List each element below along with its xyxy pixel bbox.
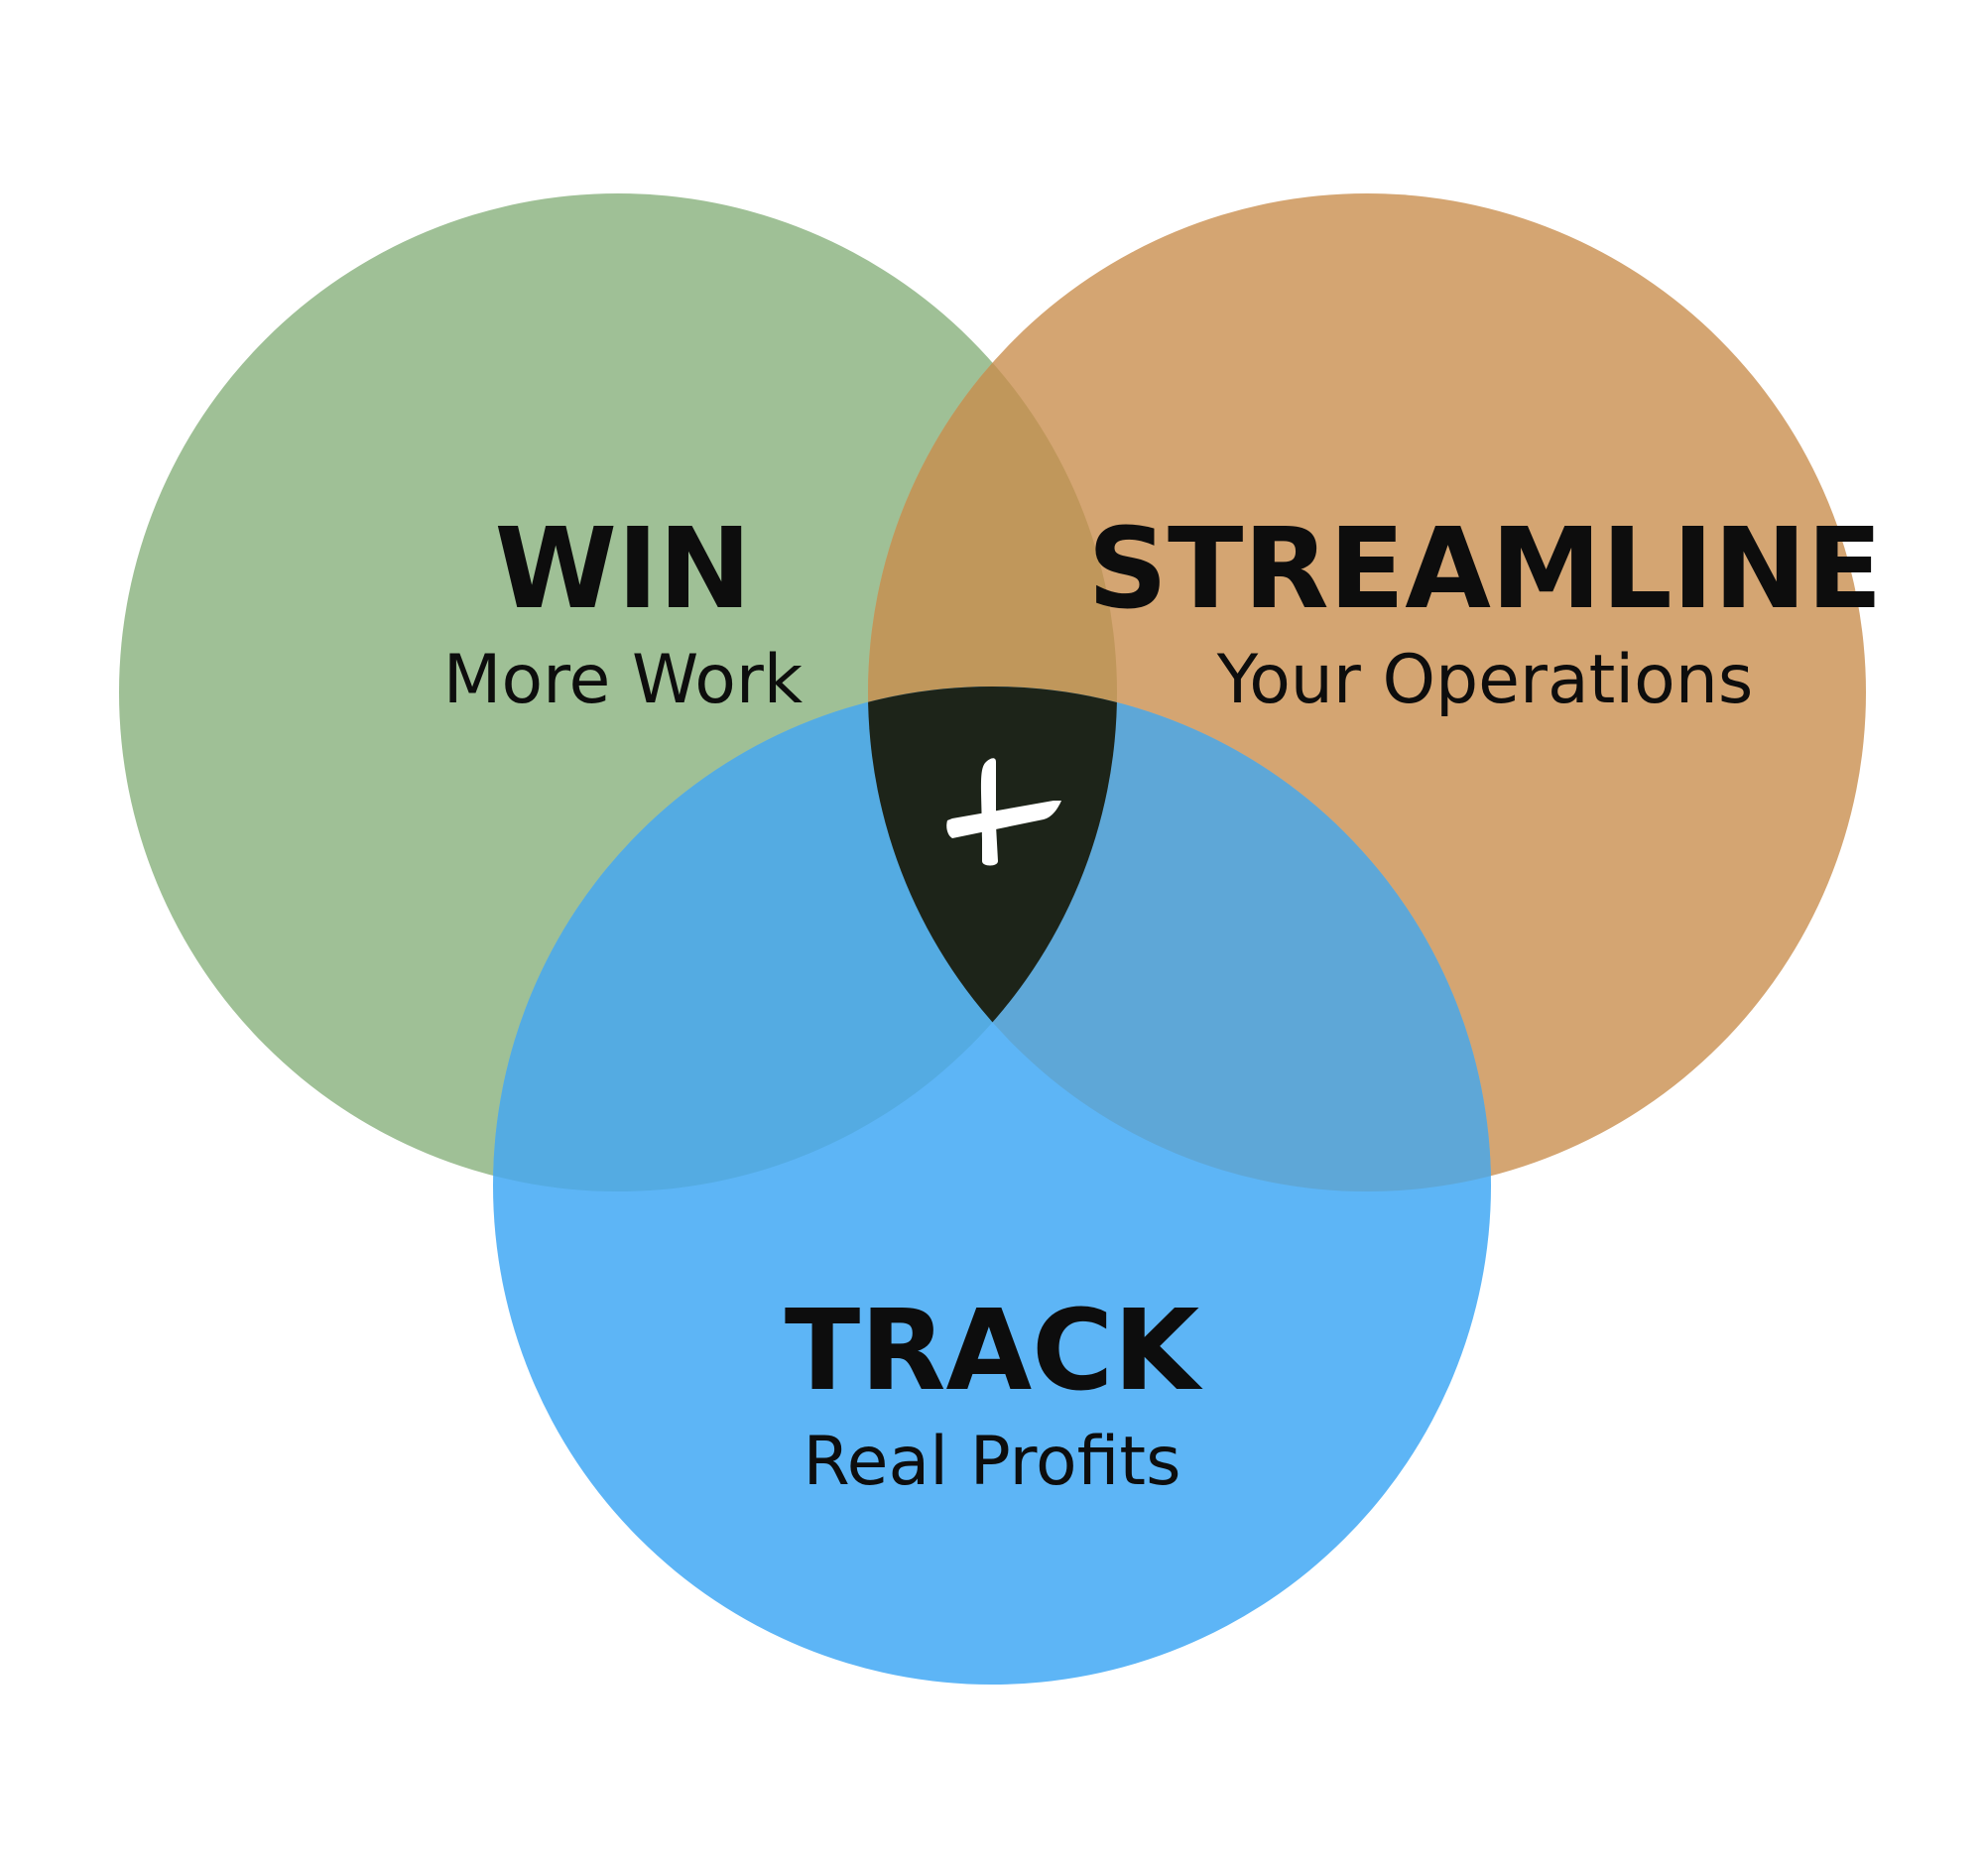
streamline-title: STREAMLINE xyxy=(1087,505,1882,634)
win-subtitle: More Work xyxy=(443,641,804,719)
win-title: WIN xyxy=(495,505,752,634)
track-subtitle: Real Profits xyxy=(803,1423,1180,1501)
streamline-subtitle: Your Operations xyxy=(1216,641,1754,719)
plus-brand-icon xyxy=(946,758,1061,866)
track-title: TRACK xyxy=(785,1287,1204,1416)
